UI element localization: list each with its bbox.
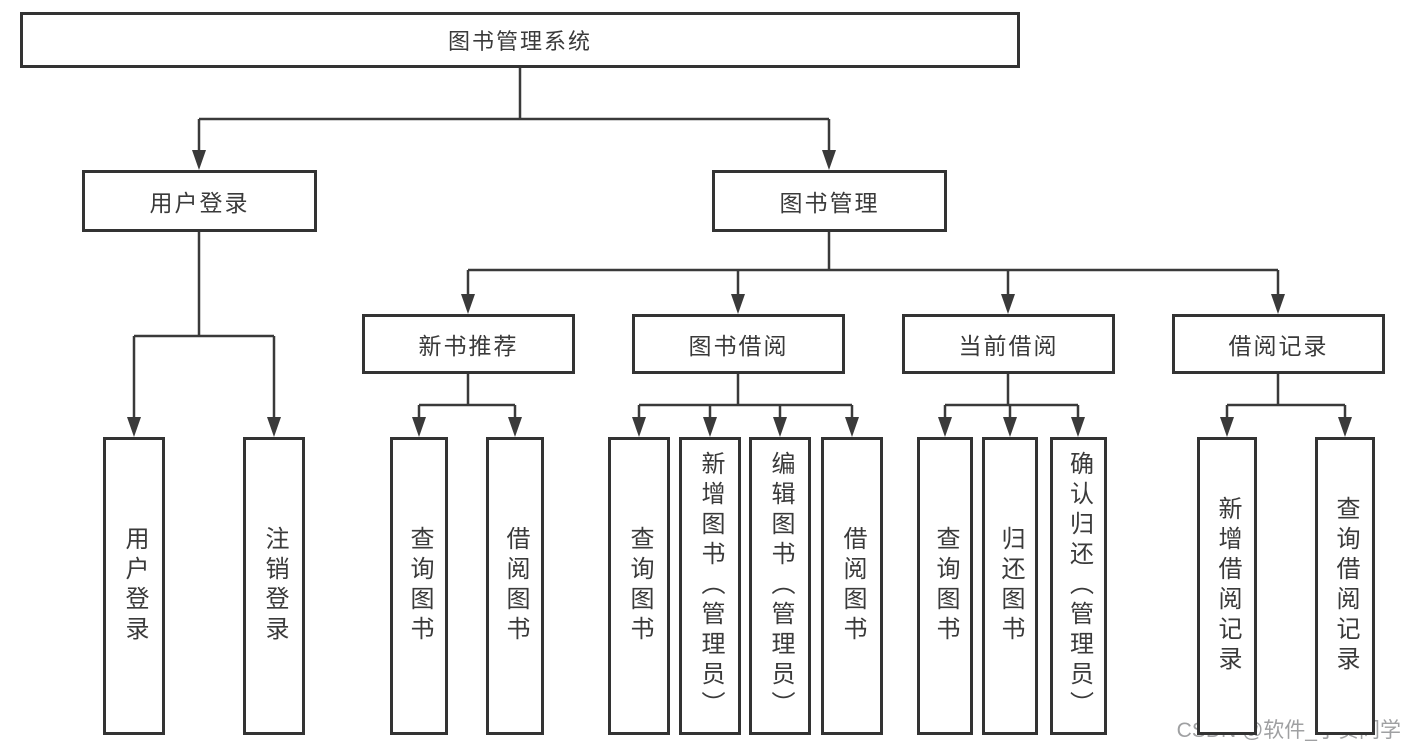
node-new-book-recommend: 新书推荐: [362, 314, 575, 374]
leaf-query-borrow-record-label: 查询借阅记录: [1332, 496, 1359, 676]
leaf-add-borrow-record: 新增借阅记录: [1197, 437, 1257, 735]
leaf-recommend-borrow-books-label: 借阅图书: [502, 526, 529, 646]
node-current-borrow: 当前借阅: [902, 314, 1115, 374]
leaf-borrow-query-books: 查询图书: [608, 437, 670, 735]
leaf-confirm-return-admin: 确认归还（管理员）: [1050, 437, 1107, 735]
leaf-logout-label: 注销登录: [261, 526, 288, 646]
arrow-down-icon: [1001, 294, 1015, 314]
arrow-down-icon: [1271, 294, 1285, 314]
arrow-down-icon: [1071, 417, 1085, 437]
node-root-system: 图书管理系统: [20, 12, 1020, 68]
leaf-user-login-label: 用户登录: [121, 526, 148, 646]
node-root-label: 图书管理系统: [447, 29, 592, 54]
arrow-down-icon: [461, 294, 475, 314]
arrow-down-icon: [1220, 417, 1234, 437]
arrow-down-icon: [508, 417, 522, 437]
arrow-down-icon: [773, 417, 787, 437]
leaf-borrow-books: 借阅图书: [821, 437, 883, 735]
leaf-add-books-admin: 新增图书（管理员）: [679, 437, 741, 735]
node-book-borrow-label: 图书借阅: [688, 333, 789, 359]
arrow-down-icon: [267, 417, 281, 437]
leaf-recommend-query-books-label: 查询图书: [406, 526, 433, 646]
arrow-down-icon: [1338, 417, 1352, 437]
leaf-borrow-books-label: 借阅图书: [839, 526, 866, 646]
leaf-logout: 注销登录: [243, 437, 305, 735]
arrow-down-icon: [127, 417, 141, 437]
connector-paths: [132, 68, 1347, 421]
leaf-user-login: 用户登录: [103, 437, 165, 735]
node-book-management: 图书管理: [712, 170, 947, 232]
leaf-add-borrow-record-label: 新增借阅记录: [1214, 496, 1241, 676]
leaf-recommend-query-books: 查询图书: [390, 437, 448, 735]
arrow-down-icon: [412, 417, 426, 437]
arrow-down-icon: [731, 294, 745, 314]
arrow-down-icon: [822, 150, 836, 170]
arrow-down-icon: [938, 417, 952, 437]
node-user-login-label: 用户登录: [149, 190, 250, 216]
leaf-recommend-borrow-books: 借阅图书: [486, 437, 544, 735]
leaf-current-query-books: 查询图书: [917, 437, 973, 735]
leaf-query-borrow-record: 查询借阅记录: [1315, 437, 1375, 735]
node-user-login: 用户登录: [82, 170, 317, 232]
leaf-borrow-query-books-label: 查询图书: [626, 526, 653, 646]
node-book-management-label: 图书管理: [779, 190, 880, 216]
node-new-book-recommend-label: 新书推荐: [418, 333, 519, 359]
arrow-down-icon: [845, 417, 859, 437]
node-borrow-records-label: 借阅记录: [1228, 333, 1329, 359]
leaf-add-books-admin-label: 新增图书（管理员）: [697, 451, 724, 721]
node-book-borrow: 图书借阅: [632, 314, 845, 374]
arrowheads: [127, 150, 1352, 437]
leaf-confirm-return-admin-label: 确认归还（管理员）: [1065, 451, 1093, 721]
arrow-down-icon: [632, 417, 646, 437]
leaf-edit-books-admin-label: 编辑图书（管理员）: [767, 451, 794, 721]
leaf-edit-books-admin: 编辑图书（管理员）: [749, 437, 811, 735]
node-current-borrow-label: 当前借阅: [958, 333, 1059, 359]
leaf-current-query-books-label: 查询图书: [932, 526, 959, 646]
arrow-down-icon: [703, 417, 717, 437]
leaf-return-books-label: 归还图书: [997, 526, 1024, 646]
arrow-down-icon: [192, 150, 206, 170]
arrow-down-icon: [1003, 417, 1017, 437]
leaf-return-books: 归还图书: [982, 437, 1038, 735]
node-borrow-records: 借阅记录: [1172, 314, 1385, 374]
